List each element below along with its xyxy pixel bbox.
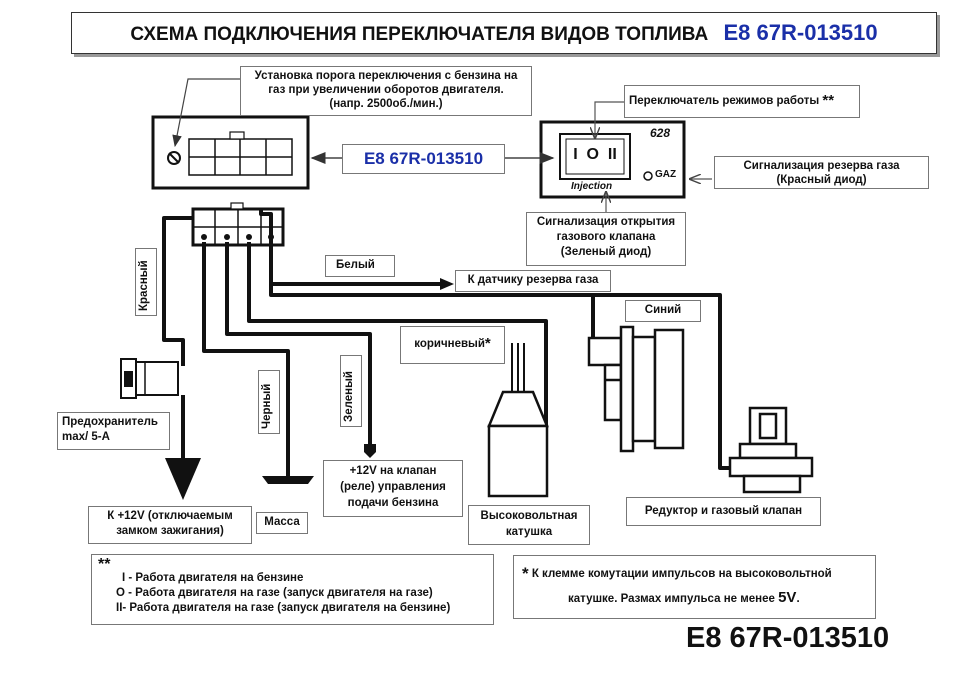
gas-reserve-note: Сигнализация резерва газа (Красный диод) — [714, 156, 929, 189]
footnote-mark: * — [522, 564, 529, 583]
coil-note: Высоковольтная катушка — [468, 505, 590, 545]
sensor-arrow-head — [440, 278, 454, 290]
wire-label-white: Белый — [325, 255, 395, 277]
mode-switch-label: Переключатель режимов работы ** — [624, 85, 860, 118]
gas-valve-drawing — [728, 406, 814, 494]
title-text: СХЕМА ПОДКЛЮЧЕНИЯ ПЕРЕКЛЮЧАТЕЛЯ ВИДОВ ТО… — [130, 24, 709, 45]
legend-line-2: O - Работа двигателя на газе (запуск дви… — [116, 587, 433, 599]
switch-injection-label: Injection — [571, 181, 613, 192]
reducer-label: Редуктор и газовый клапан — [626, 497, 821, 526]
gas-reserve-line-2: (Красный диод) — [776, 174, 867, 186]
coil-line-2: катушка — [505, 526, 553, 538]
wire-label-brown-mark: * — [484, 335, 491, 352]
mode-switch-pointer — [595, 101, 624, 138]
bottom-code: E8 67R-013510 — [686, 622, 890, 654]
fuse-line-1: Предохранитель — [62, 416, 158, 428]
legend-line-3: II- Работа двигателя на газе (запуск дви… — [116, 602, 451, 614]
valve-open-line-3: (Зеленый диод) — [560, 246, 652, 258]
mode-legend: ** I - Работа двигателя на бензине O - Р… — [91, 554, 494, 625]
valve-open-line-1: Сигнализация открытия — [536, 216, 676, 228]
wire-black — [202, 242, 290, 476]
mode-switch-mark: ** — [822, 92, 835, 109]
center-code: E8 67R-013510 — [342, 144, 505, 174]
ground-symbol — [262, 476, 314, 484]
switch-model: 628 — [650, 126, 671, 140]
coil-drawing — [487, 343, 549, 498]
reducer-drawing — [587, 325, 685, 453]
legend-mark: ** — [98, 556, 111, 573]
wire-sensor — [259, 209, 445, 286]
ignition-line-1: К +12V (отключаемым — [107, 510, 233, 522]
wire-label-green: Зеленый — [340, 355, 362, 427]
wire-brown — [247, 242, 548, 432]
wire-label-brown-text: коричневый — [414, 338, 485, 350]
ignition-line-2: замком зажигания) — [116, 525, 224, 537]
footnote-line-1: К клемме комутации импульсов на высоково… — [531, 568, 832, 580]
switch-panel-drawing — [539, 120, 686, 199]
gas-reserve-line-1: Сигнализация резерва газа — [743, 160, 900, 172]
switch-gaz-label: GAZ — [655, 169, 677, 180]
mode-switch-text: Переключатель режимов работы — [629, 95, 820, 107]
diagram-title: СХЕМА ПОДКЛЮЧЕНИЯ ПЕРЕКЛЮЧАТЕЛЯ ВИДОВ ТО… — [71, 12, 937, 54]
valve-relay-note: +12V на клапан (реле) управления подачи … — [323, 460, 463, 517]
wire-label-brown: коричневый* — [400, 326, 505, 364]
green-terminal — [364, 444, 376, 458]
wire-green — [225, 242, 372, 444]
threshold-pointer — [172, 78, 240, 148]
footnote-voltage: 5V — [778, 589, 797, 606]
wire-label-red: Красный — [135, 248, 157, 316]
footnote-line-2: катушке. Размах импульса не менее — [568, 593, 775, 605]
valve-relay-line-3: подачи бензина — [347, 497, 439, 509]
fuse-drawing — [120, 358, 201, 500]
controller-module — [151, 115, 310, 190]
threshold-line-1: Установка порога переключения с бензина … — [254, 70, 518, 82]
coil-line-1: Высоковольтная — [480, 510, 578, 522]
legend-line-1: I - Работа двигателя на бензине — [122, 572, 304, 584]
title-code: E8 67R-013510 — [723, 20, 878, 45]
valve-open-line-2: газового клапана — [556, 231, 656, 243]
threshold-line-2: газ при увеличении оборотов двигателя. — [268, 84, 504, 96]
ground-label: Масса — [256, 512, 308, 534]
valve-relay-line-2: (реле) управления — [340, 481, 446, 493]
wire-red — [162, 216, 193, 366]
sensor-label: К датчику резерва газа — [455, 270, 611, 292]
wire-label-black: Черный — [258, 370, 280, 434]
threshold-line-3: (напр. 2500об./мин.) — [329, 98, 443, 110]
valve-open-note: Сигнализация открытия газового клапана (… — [526, 212, 686, 266]
switch-positions[interactable]: I O II — [573, 146, 617, 163]
threshold-note: Установка порога переключения с бензина … — [240, 66, 532, 116]
fuse-line-2: max/ 5-A — [62, 431, 110, 443]
fuse-note: Предохранитель max/ 5-A — [57, 412, 170, 450]
impulse-footnote: * К клемме комутации импульсов на высоко… — [513, 555, 876, 619]
wire-label-blue: Синий — [625, 300, 701, 322]
footnote-period: . — [796, 593, 800, 605]
ignition-note: К +12V (отключаемым замком зажигания) — [88, 506, 252, 544]
valve-relay-line-1: +12V на клапан — [349, 465, 437, 477]
